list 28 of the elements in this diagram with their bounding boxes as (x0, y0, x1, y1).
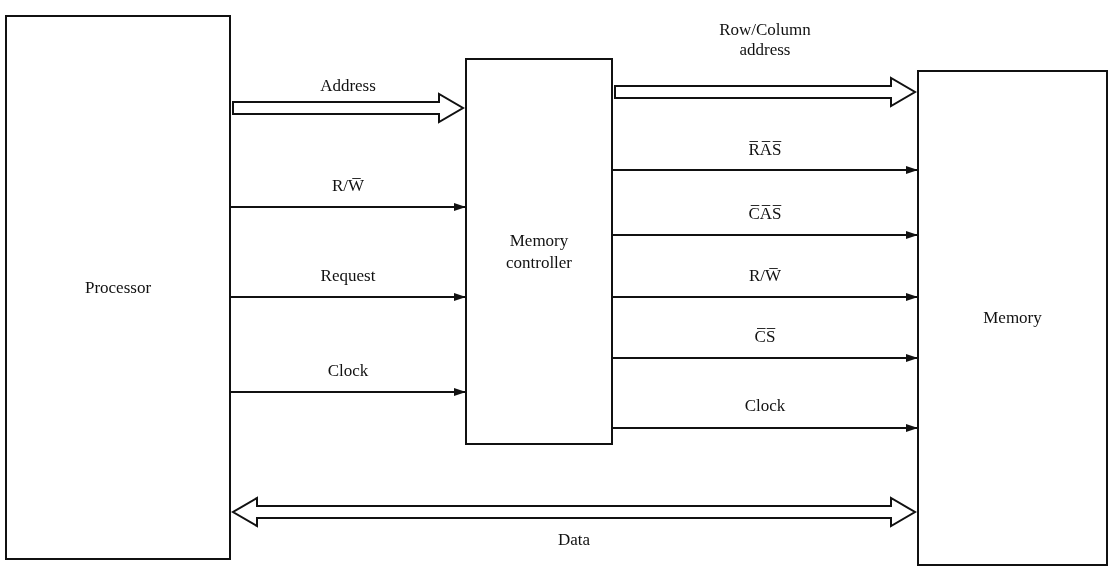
edge-label: Clock (327, 361, 369, 381)
arrow (612, 231, 918, 239)
edge-label: Data (557, 530, 591, 550)
block-box (465, 58, 613, 445)
arrow (612, 166, 918, 174)
block-label: Memory (983, 307, 1042, 329)
block-box (5, 15, 231, 560)
edge-label: Address (320, 76, 376, 96)
edge-label: R̅A̅S̅ (748, 140, 782, 160)
edge-label: Clock (744, 396, 786, 416)
bus-arrow (614, 76, 917, 108)
arrow (612, 424, 918, 432)
arrow (230, 388, 466, 396)
edge-label: R/W̅ (748, 266, 782, 286)
block-label: Processor (84, 276, 152, 299)
edge-label: R/W̅ (331, 176, 365, 196)
edge-label: Row/Column address (718, 20, 812, 60)
block-box (917, 70, 1108, 566)
arrow (612, 293, 918, 301)
edge-label: C̅A̅S̅ (748, 204, 782, 224)
arrow (230, 293, 466, 301)
arrow (230, 203, 466, 211)
edge-label: C̅S̅ (754, 327, 776, 347)
edge-label: Request (320, 266, 376, 286)
bus-arrow (231, 496, 917, 528)
block-label: Memory controller (504, 230, 574, 273)
bus-arrow (232, 92, 465, 124)
arrow (612, 354, 918, 362)
